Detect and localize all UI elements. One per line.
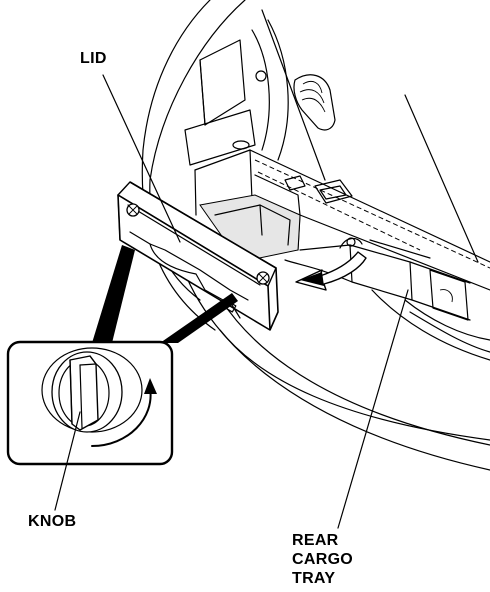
tray-label-line-2: CARGO — [292, 551, 354, 568]
trim-bolt-upper — [255, 70, 267, 82]
lid-label: LID — [80, 50, 107, 67]
knob-inset — [6, 340, 174, 511]
striker-handle — [293, 74, 336, 131]
tray-label-line-1: REAR — [292, 532, 339, 549]
lid-leader — [102, 74, 181, 243]
leader-right — [404, 94, 479, 263]
leader-top — [261, 9, 326, 181]
upper-trim-panel — [184, 19, 289, 166]
callout-wedge — [92, 245, 238, 343]
tray-leader — [337, 289, 409, 529]
tray-label-line-3: TRAY — [292, 570, 336, 587]
rear-cargo-tray-label: REAR CARGO TRAY — [292, 531, 353, 588]
knob-label: KNOB — [28, 513, 77, 530]
removal-arrow — [295, 237, 367, 291]
